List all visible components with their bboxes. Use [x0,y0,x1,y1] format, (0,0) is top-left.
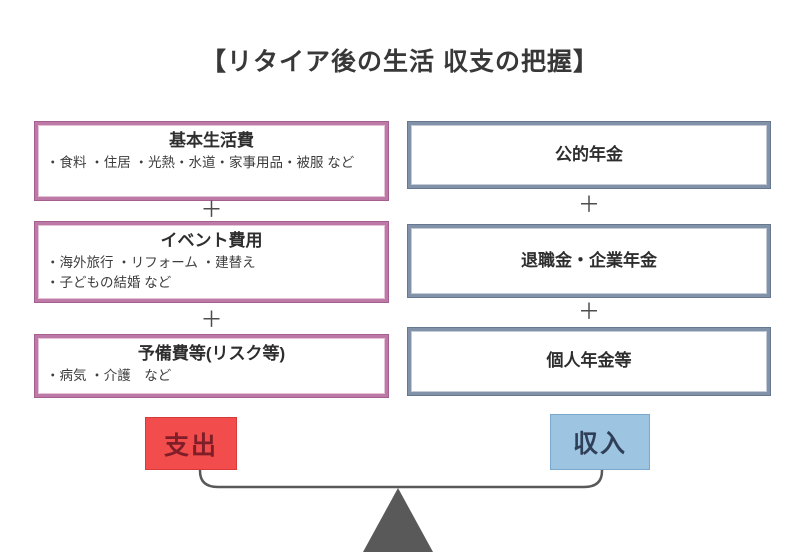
expense-box-reserve: 予備費等(リスク等) ・病気 ・介護 など [35,335,388,397]
expense-box-detail: ・子どもの結婚 など [46,274,172,290]
income-box-public-pension: 公的年金 [408,122,770,188]
income-box-heading: 個人年金等 [546,351,632,371]
plus-icon: ＋ [577,192,600,217]
expense-box-events: イベント費用 ・海外旅行 ・リフォーム ・建替え ・子どもの結婚 など [35,222,388,302]
expense-box-detail: ・海外旅行 ・リフォーム ・建替え [46,254,256,270]
expense-box-basic-living: 基本生活費 ・食料 ・住居 ・光熱・水道・家事用品・被服 など [35,122,388,200]
expense-box-detail: ・食料 ・住居 ・光熱・水道・家事用品・被服 など [46,154,355,170]
income-total-badge: 収入 [550,414,650,470]
expense-box-heading: 基本生活費 [169,131,254,150]
page-title: 【リタイア後の生活 収支の把握】 [201,48,599,76]
income-box-personal-pension: 個人年金等 [408,328,770,395]
balance-beam [198,470,604,489]
expense-box-heading: 予備費等(リスク等) [137,344,286,363]
expense-total-badge: 支出 [145,417,237,470]
expense-box-heading: イベント費用 [160,231,263,250]
expense-box-detail: ・病気 ・介護 など [46,367,172,383]
income-box-heading: 退職金・企業年金 [521,250,657,270]
plus-icon: ＋ [200,197,223,222]
income-box-heading: 公的年金 [555,144,623,164]
balance-fulcrum-triangle [363,488,433,552]
income-box-retirement-corporate-pension: 退職金・企業年金 [408,225,770,297]
plus-icon: ＋ [577,299,600,324]
plus-icon: ＋ [200,307,223,332]
